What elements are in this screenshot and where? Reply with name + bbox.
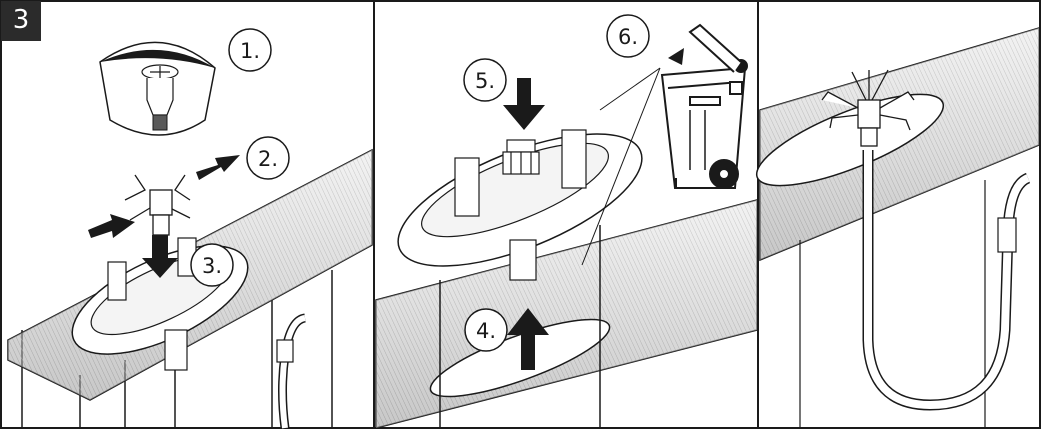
callout-3: 3.	[190, 243, 234, 287]
svg-text:6.: 6.	[618, 25, 638, 49]
svg-text:3.: 3.	[202, 254, 222, 278]
fitting-in-ring	[99, 41, 216, 136]
svg-text:4.: 4.	[476, 319, 496, 343]
callout-4: 4.	[464, 308, 508, 352]
pointer-triangle	[668, 48, 684, 65]
installed-fitting	[821, 69, 915, 147]
nut-fitting	[502, 139, 540, 175]
step-number-badge: 3	[1, 1, 41, 41]
callout-6: 6.	[606, 14, 650, 58]
push-down-arrow-icon	[142, 235, 178, 278]
panel-3	[755, 26, 1040, 428]
callout-1: 1.	[228, 28, 272, 72]
push-in-arrow-icon	[196, 155, 240, 180]
wheelie-bin-recycle-icon	[660, 23, 748, 189]
svg-text:5.: 5.	[475, 69, 495, 93]
clamp-fitting	[124, 174, 191, 236]
panel-1: 1. 2. 3.	[7, 28, 373, 429]
push-up-arrow-icon	[507, 308, 549, 370]
callout-5: 5.	[463, 58, 507, 102]
svg-text:2.: 2.	[258, 147, 278, 171]
push-in-arrow-icon	[88, 214, 135, 238]
push-down-arrow-icon	[503, 78, 545, 130]
callout-2: 2.	[246, 136, 290, 180]
svg-text:1.: 1.	[240, 39, 260, 63]
oval-opening	[755, 93, 945, 187]
step-number: 3	[12, 5, 30, 35]
panel-2: 4. 5. 6.	[375, 14, 758, 429]
